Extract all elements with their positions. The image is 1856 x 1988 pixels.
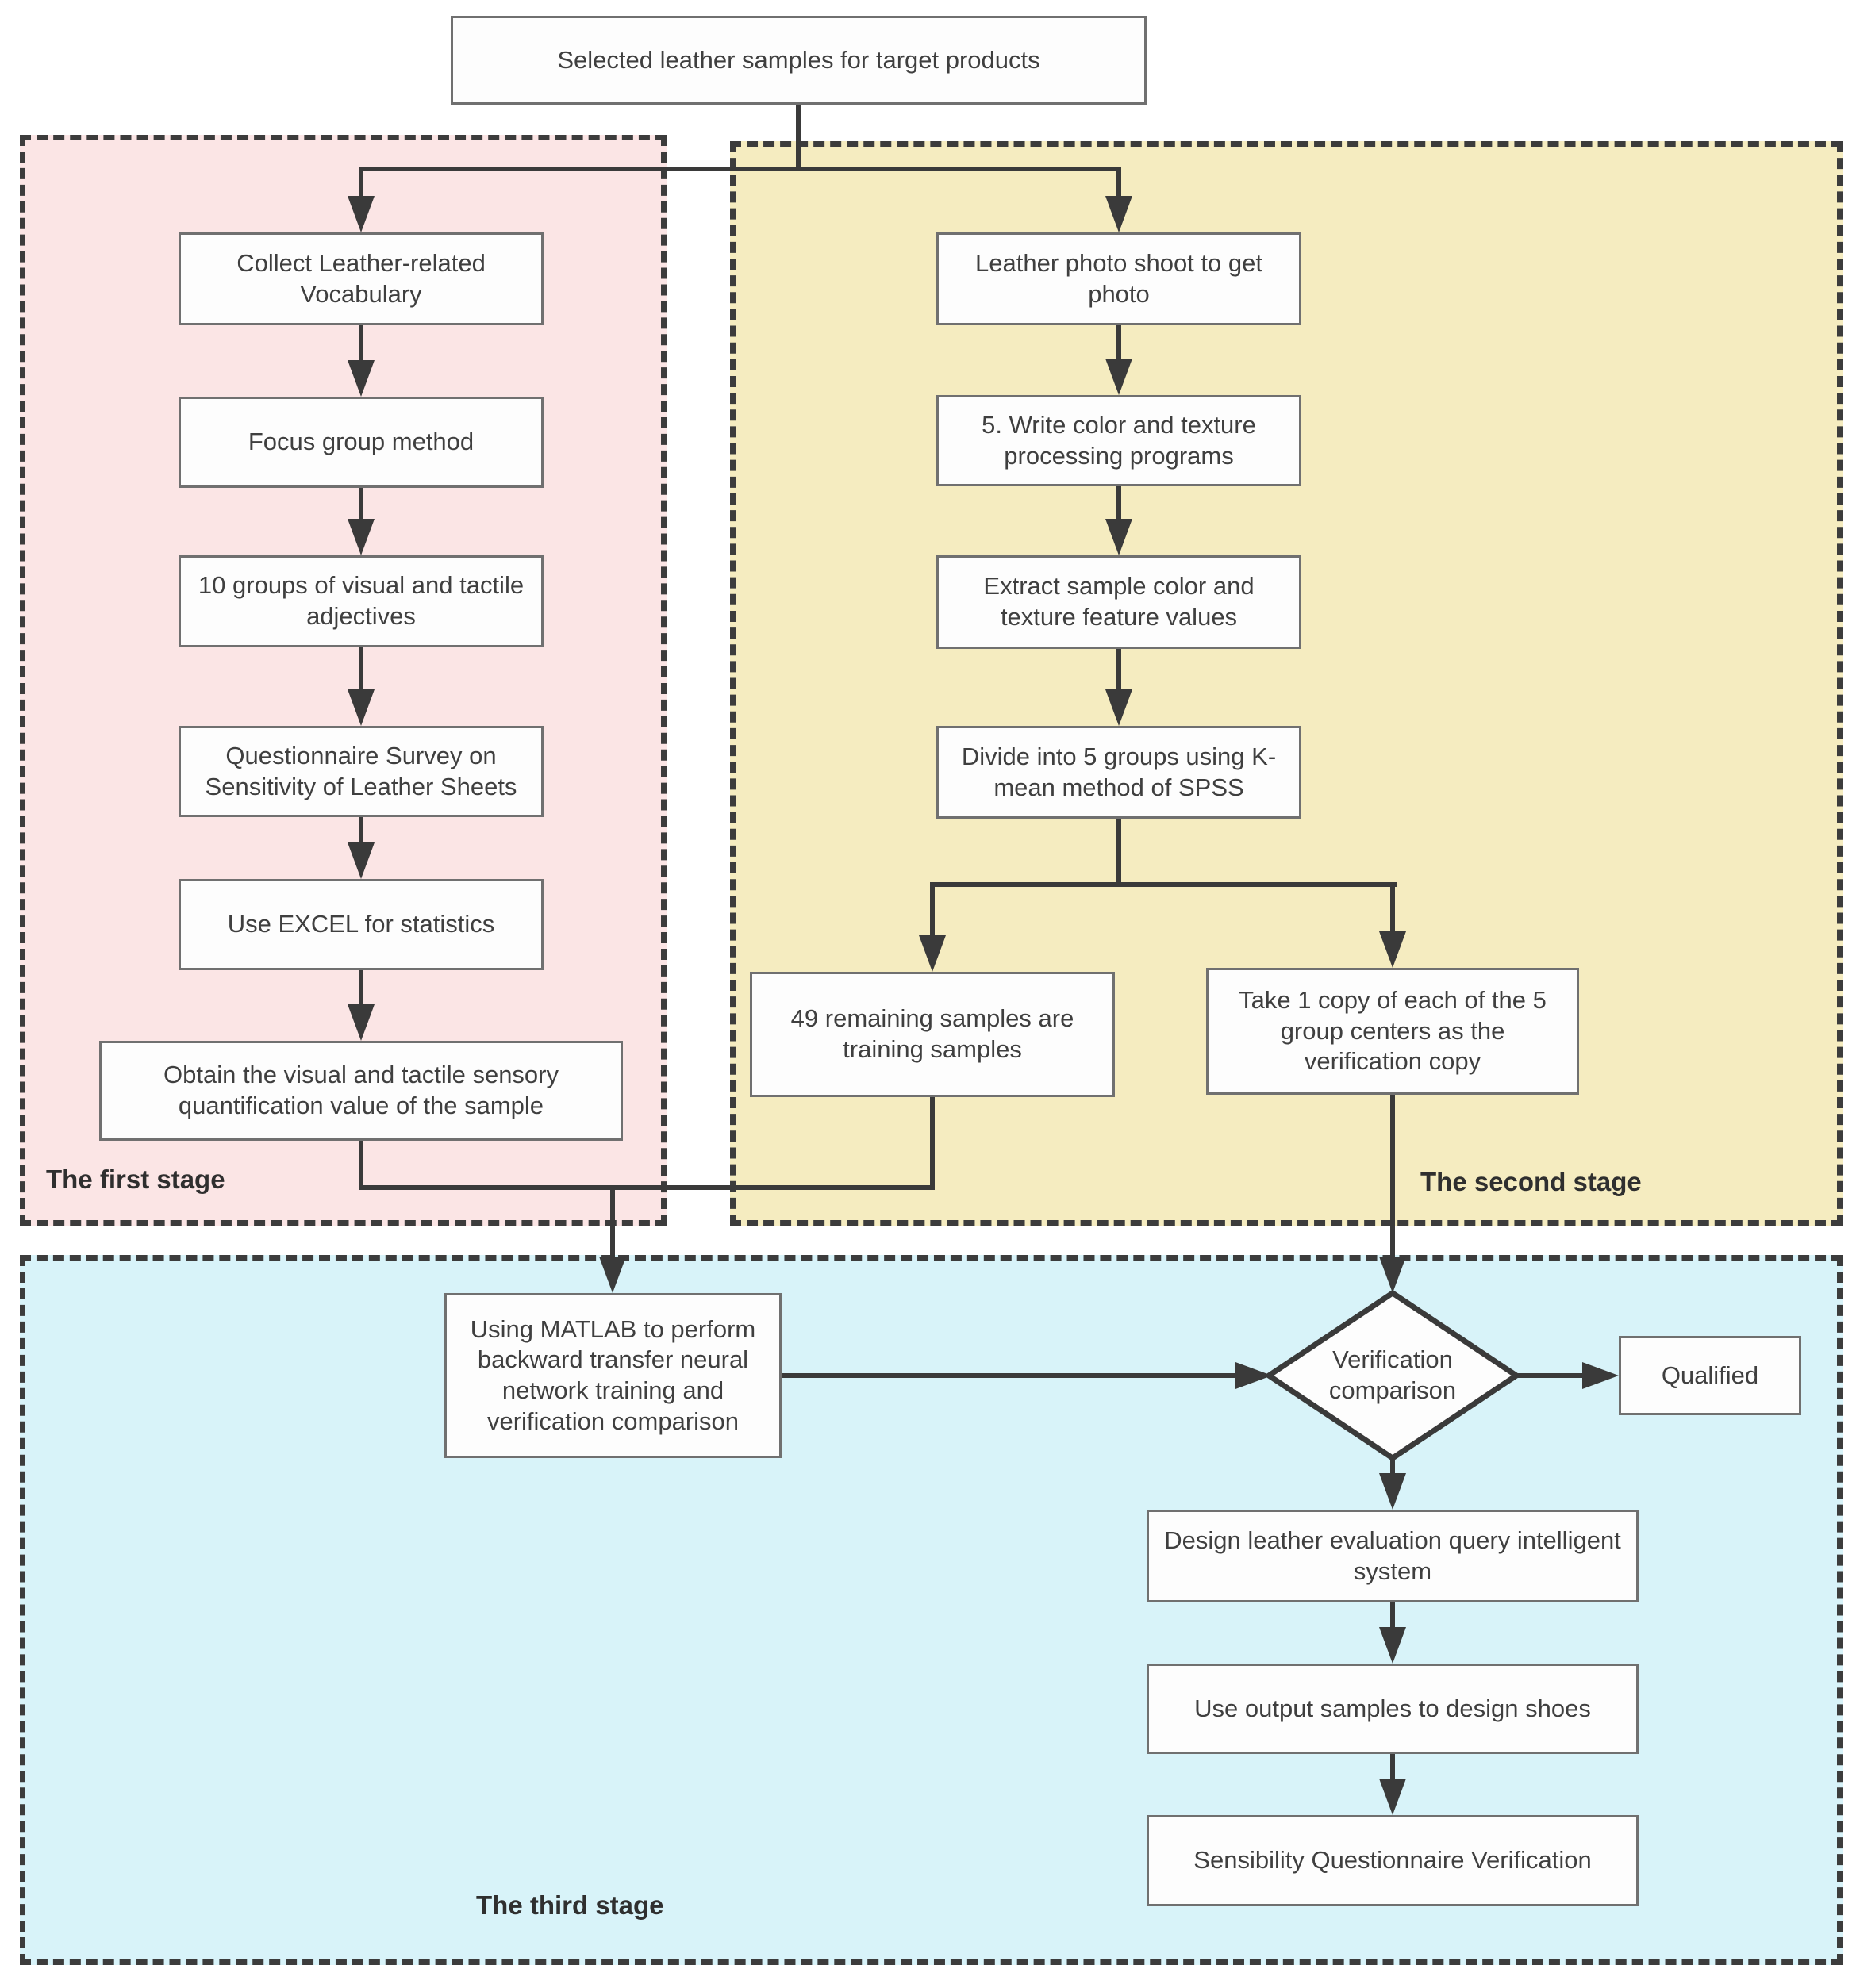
connector-line	[359, 817, 363, 847]
connector-line	[1116, 167, 1121, 201]
connector-line	[1116, 325, 1121, 363]
connector-line	[610, 1185, 615, 1261]
node-leather-photo-shoot: Leather photo shoot to get photo	[936, 232, 1301, 325]
node-label: Use output samples to design shoes	[1194, 1694, 1591, 1722]
node-divide-kmean-spss: Divide into 5 groups using K-mean method…	[936, 726, 1301, 819]
stage3-label: The third stage	[476, 1890, 664, 1920]
connector-line	[930, 882, 1397, 887]
node-obtain-quantification-value: Obtain the visual and tactile sensory qu…	[99, 1041, 623, 1141]
connector-line	[359, 647, 363, 694]
arrowhead-down-icon	[1379, 931, 1406, 968]
node-label: Sensibility Questionnaire Verification	[1193, 1846, 1592, 1875]
node-label: 5. Write color and texture processing pr…	[982, 410, 1256, 470]
node-label: Use EXCEL for statistics	[227, 910, 495, 938]
connector-line	[1390, 882, 1395, 936]
node-label: Extract sample color and texture feature…	[983, 572, 1255, 631]
connector-line	[1116, 819, 1121, 887]
node-label: Qualified	[1661, 1361, 1759, 1389]
arrowhead-down-icon	[1379, 1257, 1406, 1293]
connector-line	[1390, 1095, 1395, 1261]
node-matlab-training: Using MATLAB to perform backward transfe…	[444, 1293, 782, 1458]
node-selected-leather-samples: Selected leather samples for target prod…	[451, 16, 1147, 105]
node-extract-feature-values: Extract sample color and texture feature…	[936, 555, 1301, 649]
connector-line	[782, 1373, 1242, 1378]
diamond-shape	[1266, 1290, 1520, 1461]
arrowhead-down-icon	[1105, 519, 1132, 555]
arrowhead-down-icon	[919, 935, 946, 972]
stage1-label: The first stage	[46, 1165, 225, 1194]
node-questionnaire-survey: Questionnaire Survey on Sensitivity of L…	[179, 726, 544, 817]
arrowhead-down-icon	[348, 519, 375, 555]
node-focus-group-method: Focus group method	[179, 397, 544, 488]
connector-line	[930, 1097, 935, 1190]
node-label: Divide into 5 groups using K-mean method…	[961, 742, 1277, 801]
connector-line	[359, 167, 363, 201]
connector-line	[359, 167, 1121, 171]
node-label: Collect Leather-related Vocabulary	[236, 248, 486, 308]
connector-line	[359, 488, 363, 524]
node-training-samples: 49 remaining samples are training sample…	[750, 972, 1115, 1097]
arrowhead-down-icon	[348, 842, 375, 879]
node-qualified: Qualified	[1619, 1336, 1801, 1415]
node-label: Selected leather samples for target prod…	[557, 45, 1040, 74]
node-label: Leather photo shoot to get photo	[975, 248, 1262, 308]
arrowhead-down-icon	[348, 1004, 375, 1041]
decision-verification-comparison: Verification comparison	[1266, 1290, 1520, 1461]
node-design-intelligent-system: Design leather evaluation query intellig…	[1147, 1510, 1639, 1602]
arrowhead-down-icon	[1105, 359, 1132, 395]
arrowhead-down-icon	[1105, 689, 1132, 726]
connector-line	[359, 1185, 935, 1190]
node-label: Design leather evaluation query intellig…	[1164, 1526, 1621, 1585]
decision-label: Verification comparison	[1328, 1345, 1457, 1404]
connector-line	[930, 882, 935, 940]
stage2-label: The second stage	[1420, 1167, 1642, 1196]
node-use-excel: Use EXCEL for statistics	[179, 879, 544, 970]
node-label: Questionnaire Survey on Sensitivity of L…	[205, 741, 517, 800]
connector-line	[796, 105, 801, 169]
arrowhead-right-icon	[1582, 1362, 1619, 1389]
arrowhead-down-icon	[348, 689, 375, 726]
node-verification-copy: Take 1 copy of each of the 5 group cente…	[1206, 968, 1579, 1095]
node-label: Focus group method	[248, 428, 475, 456]
arrowhead-down-icon	[599, 1257, 626, 1293]
arrowhead-down-icon	[348, 196, 375, 232]
arrowhead-down-icon	[1379, 1627, 1406, 1664]
node-label: Take 1 copy of each of the 5 group cente…	[1239, 985, 1547, 1076]
connector-line	[1516, 1373, 1589, 1378]
node-label: 10 groups of visual and tactile adjectiv…	[198, 571, 525, 630]
connector-line	[1390, 1458, 1395, 1478]
node-label: 49 remaining samples are training sample…	[790, 1004, 1074, 1063]
connector-line	[1390, 1754, 1395, 1783]
arrowhead-down-icon	[1105, 196, 1132, 232]
node-collect-vocabulary: Collect Leather-related Vocabulary	[179, 232, 544, 325]
connector-line	[1116, 486, 1121, 524]
node-label: Obtain the visual and tactile sensory qu…	[163, 1061, 559, 1119]
node-write-processing-programs: 5. Write color and texture processing pr…	[936, 395, 1301, 486]
node-design-shoes: Use output samples to design shoes	[1147, 1664, 1639, 1754]
connector-line	[359, 325, 363, 365]
connector-line	[359, 1141, 363, 1190]
node-10-groups-adjectives: 10 groups of visual and tactile adjectiv…	[179, 555, 544, 647]
node-label: Using MATLAB to perform backward transfe…	[470, 1314, 756, 1435]
arrowhead-down-icon	[1379, 1779, 1406, 1815]
arrowhead-down-icon	[1379, 1473, 1406, 1510]
connector-line	[1390, 1602, 1395, 1632]
connector-line	[1116, 649, 1121, 694]
node-sensibility-verification: Sensibility Questionnaire Verification	[1147, 1815, 1639, 1906]
connector-line	[359, 970, 363, 1009]
arrowhead-down-icon	[348, 360, 375, 397]
